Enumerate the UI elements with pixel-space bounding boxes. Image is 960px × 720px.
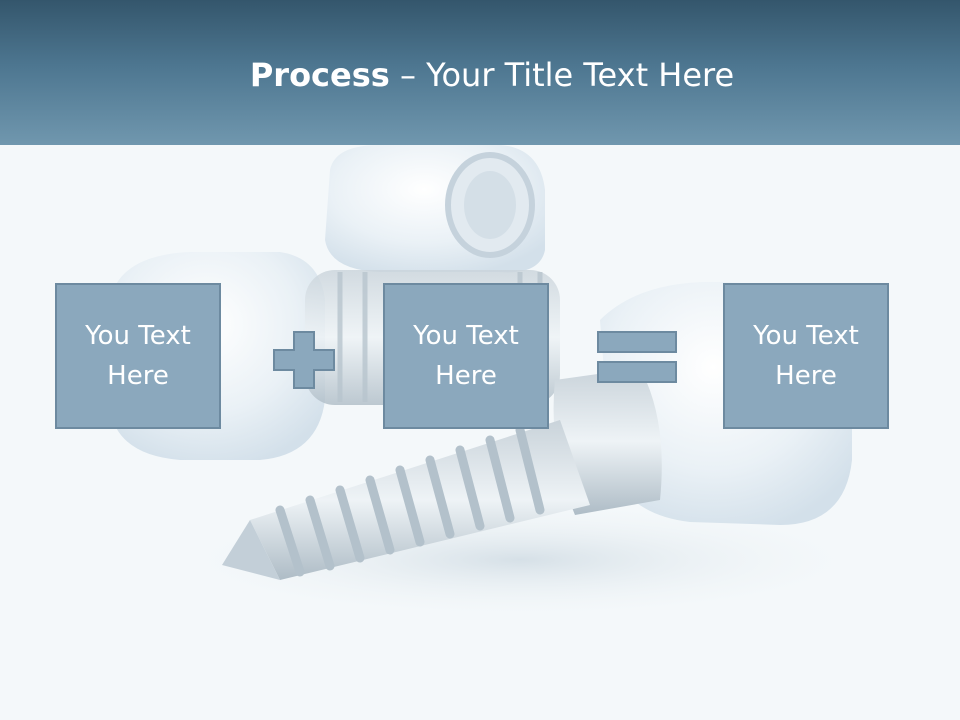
process-box-2[interactable]: You Text Here xyxy=(383,283,549,429)
title-rest: Your Title Text Here xyxy=(426,56,735,94)
title-bold-part: Process xyxy=(249,56,390,94)
process-box-3-text: You Text Here xyxy=(753,321,859,391)
slide-title[interactable]: Process – Your Title Text Here xyxy=(0,52,960,98)
title-dash: – xyxy=(389,56,427,94)
equals-icon xyxy=(597,331,677,383)
process-box-1-text: You Text Here xyxy=(85,321,191,391)
title-banner: Process – Your Title Text Here xyxy=(0,0,960,145)
process-box-3[interactable]: You Text Here xyxy=(723,283,889,429)
process-box-1[interactable]: You Text Here xyxy=(55,283,221,429)
dental-implant-background-image xyxy=(110,145,880,620)
plus-icon xyxy=(273,331,335,389)
process-box-2-text: You Text Here xyxy=(413,321,519,391)
